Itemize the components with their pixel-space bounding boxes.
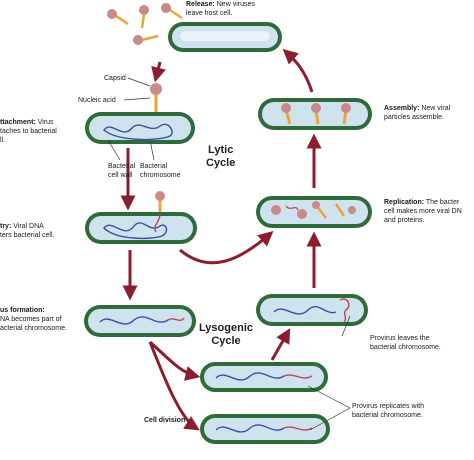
attaching-virus [150,83,162,112]
arrow-cell-to-provirus-leaves [270,328,291,361]
arrow-assembly-to-release [282,49,314,93]
provirus-replicates-label: Provirus replicates with bacterial chrom… [352,403,424,419]
provirus-leaves-cell [256,294,368,326]
released-viruses [107,3,183,45]
entry-label: try: Viral DNA ters bacterial cell. [0,223,55,239]
cell-division-label: Cell division [144,417,186,424]
assembly-label: Assembly: New viral particles assemble. [384,105,451,121]
provirus-formation-cell [84,305,196,337]
replication-label: Replication: The bacter cell makes more … [384,199,462,224]
viral-dna-entering [154,213,161,233]
bacterial-chromosome-label: Bacterial chromosome [140,163,181,179]
bacterial-cell-wall-label: Bacterial cell wall [108,163,136,179]
arrow-provirus-to-division [148,340,201,381]
capsid-label: Capsid [104,75,126,82]
attachment-cell [85,112,195,144]
release-cell [168,22,282,52]
arrow-division-to-cell2 [148,341,200,431]
lysogenic-cell-2 [200,414,330,444]
bacterial-chromosome [103,123,173,141]
arrow-entry-to-replication [179,231,274,265]
release-label: Release: New viruses leave host cell. [186,1,255,17]
entry-cell [85,212,197,244]
nucleic-acid-label: Nucleic acid [78,97,116,104]
lysogenic-cell-1 [200,362,328,392]
entry-virus [155,191,165,212]
arrow-release-to-attachment [151,61,166,83]
assembly-cell [258,98,372,130]
replication-cell [256,196,372,228]
provirus-formation-label: us formation: NA becomes part of acteria… [0,307,67,332]
attachment-label: ttachment: Virus taches to bacterial ll. [0,119,57,144]
provirus-leaves-label: Provirus leaves the bacterial chromosome… [370,335,441,351]
